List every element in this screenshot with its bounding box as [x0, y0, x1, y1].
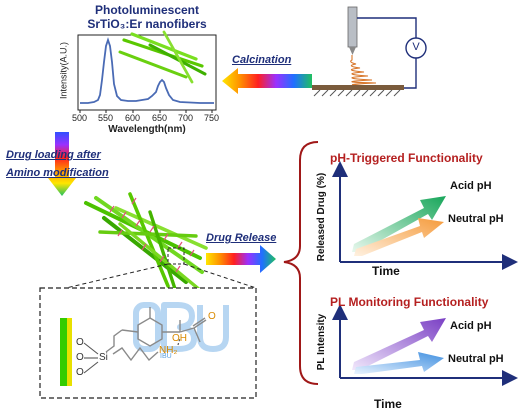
silicon-atom-label: Si: [99, 352, 108, 363]
oxygen-atom-label: O: [76, 337, 84, 348]
molecule-inset: [39, 287, 257, 399]
ph-neutral-label: Neutral pH: [448, 213, 504, 225]
spinning-jet: [350, 55, 381, 87]
spectrum-x-ticks: [79, 110, 213, 113]
aminopropyl-chain: [112, 346, 159, 362]
pl-panel: [332, 304, 518, 386]
spectrum-x-label: Wavelength(nm): [108, 124, 186, 135]
ph-y-label: Released Drug (%): [316, 172, 327, 262]
pl-x-label: Time: [374, 397, 402, 411]
zoom-line-left: [65, 263, 169, 289]
hydrogen-bond-dashes: [177, 337, 181, 346]
pl-acid-label: Acid pH: [450, 320, 492, 332]
electrospinning-setup: [312, 6, 427, 97]
spectrum-xtick: 650: [152, 113, 168, 123]
calcination-arrow: [222, 68, 312, 94]
silica-surface-yellow: [67, 318, 72, 386]
ph-acid-label: Acid pH: [450, 180, 492, 192]
voltmeter-icon: [405, 37, 427, 59]
spectrum-curve: [80, 37, 214, 104]
ph-x-label: Time: [372, 264, 400, 278]
spectrum-xtick: 700: [178, 113, 194, 123]
spectrum-xtick: 750: [204, 113, 220, 123]
ibu-text: IBU: [160, 353, 172, 360]
pl-y-label: PL Intensity: [316, 313, 327, 371]
voltmeter-label: V: [412, 41, 420, 53]
ph-panel-title: pH-Triggered Functionality: [330, 151, 483, 165]
ph-neutral-arrow: [354, 218, 444, 256]
collector-hatching: [313, 89, 401, 97]
nanofiber-bundle: [84, 192, 208, 294]
drug-molecules-on-fibers: [109, 197, 195, 273]
circuit-wire-lower: [404, 58, 417, 89]
drug-loading-arrow: [48, 132, 76, 196]
output-bracket: [283, 141, 319, 385]
needle-tip: [349, 47, 356, 55]
spectrum-y-label: Intensity(A.U.): [58, 42, 69, 100]
oxygen-atom-label: O: [76, 352, 84, 363]
drug-loading-label-line2: Amino modification: [6, 167, 109, 179]
hydroxyl-group-label: OH: [172, 333, 187, 344]
spectrum-xtick: 550: [98, 113, 114, 123]
silica-surface-green: [60, 318, 67, 386]
ph-panel: [332, 161, 518, 270]
nanofiber-cluster-small: [118, 30, 207, 84]
zoom-region-box: [167, 247, 185, 265]
amine-group-label: NH₂: [159, 345, 178, 356]
fiber-title-line1: Photoluminescent: [94, 3, 199, 17]
drug-release-label: Drug Release: [206, 232, 277, 244]
fiber-title-line2: SrTiO₃:Er nanofibers: [87, 17, 207, 31]
drug-loading-label-line1: Drug loading after: [6, 149, 101, 161]
collector-plate: [312, 85, 404, 90]
circuit-wire: [357, 17, 417, 38]
pl-acid-arrow: [352, 318, 446, 370]
spectrum-x-tick-labels: 500 550 600 650 700 750: [70, 114, 230, 126]
carbonyl-oxygen-label: O: [208, 311, 216, 322]
drug-release-arrow: [206, 245, 276, 273]
syringe-needle: [347, 6, 358, 48]
pl-neutral-arrow: [354, 352, 444, 374]
calcination-label: Calcination: [232, 54, 292, 66]
pl-neutral-label: Neutral pH: [448, 353, 504, 365]
pl-panel-title: PL Monitoring Functionality: [330, 295, 489, 309]
spectrum-xtick: 500: [72, 113, 88, 123]
ibuprofen-skeleton: [105, 317, 207, 353]
oxygen-atom-label: O: [76, 367, 84, 378]
si-o-bonds: [83, 342, 99, 374]
ph-acid-arrow: [352, 196, 446, 252]
spectrum-xtick: 600: [125, 113, 141, 123]
zoom-line-right: [183, 263, 257, 289]
